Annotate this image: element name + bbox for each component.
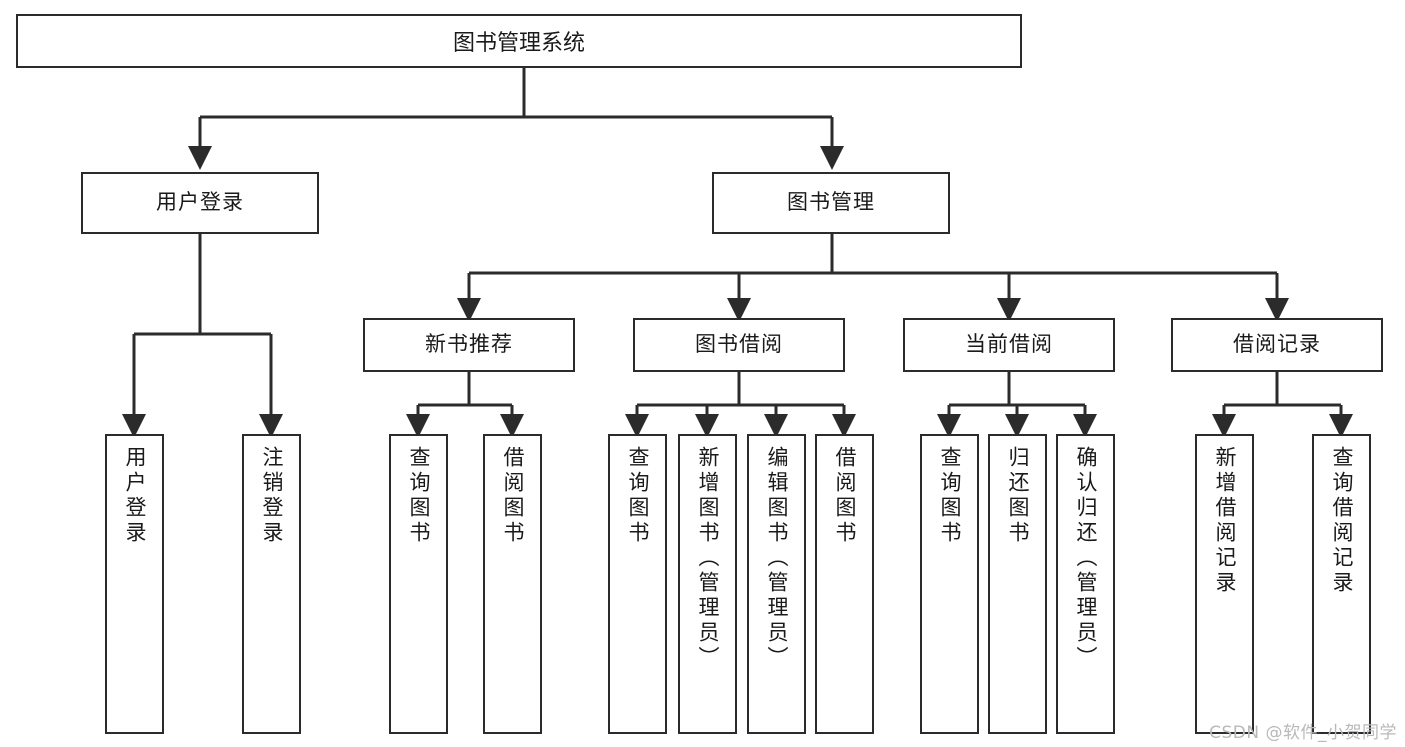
leaf-query-books-current-label: 查询图书 [938, 446, 962, 546]
node-borrow-records[interactable]: 借阅记录 [1171, 318, 1383, 372]
leaf-query-books-new[interactable]: 查询图书 [389, 434, 448, 734]
node-book-management[interactable]: 图书管理 [712, 172, 950, 234]
node-book-borrow-label: 图书借阅 [695, 332, 783, 357]
node-borrow-records-label: 借阅记录 [1233, 332, 1321, 357]
node-book-management-label: 图书管理 [787, 190, 875, 215]
leaf-logout-label: 注销登录 [260, 446, 284, 546]
leaf-query-books-borrow-label: 查询图书 [626, 446, 650, 546]
leaf-borrow-books[interactable]: 借阅图书 [815, 434, 874, 734]
leaf-query-books-new-label: 查询图书 [407, 446, 431, 546]
leaf-query-books-borrow[interactable]: 查询图书 [608, 434, 667, 734]
leaf-confirm-return-admin[interactable]: 确认归还（管理员） [1056, 434, 1115, 734]
leaf-borrow-books-new[interactable]: 借阅图书 [483, 434, 542, 734]
leaf-return-books[interactable]: 归还图书 [988, 434, 1047, 734]
node-root[interactable]: 图书管理系统 [16, 14, 1022, 68]
leaf-user-login[interactable]: 用户登录 [105, 434, 164, 734]
node-new-book-recommend[interactable]: 新书推荐 [363, 318, 575, 372]
leaf-query-borrow-record-label: 查询借阅记录 [1330, 446, 1354, 596]
leaf-return-books-label: 归还图书 [1006, 446, 1030, 546]
leaf-confirm-return-admin-label: 确认归还（管理员） [1074, 446, 1098, 671]
node-current-borrow[interactable]: 当前借阅 [903, 318, 1115, 372]
node-new-book-recommend-label: 新书推荐 [425, 332, 513, 357]
node-user-login[interactable]: 用户登录 [81, 172, 319, 234]
leaf-edit-book-admin[interactable]: 编辑图书（管理员） [747, 434, 806, 734]
node-book-borrow[interactable]: 图书借阅 [633, 318, 845, 372]
leaf-add-borrow-record[interactable]: 新增借阅记录 [1195, 434, 1254, 734]
leaf-add-book-admin[interactable]: 新增图书（管理员） [678, 434, 737, 734]
leaf-add-borrow-record-label: 新增借阅记录 [1213, 446, 1237, 596]
node-user-login-label: 用户登录 [156, 190, 244, 215]
leaf-borrow-books-new-label: 借阅图书 [501, 446, 525, 546]
node-current-borrow-label: 当前借阅 [965, 332, 1053, 357]
leaf-add-book-admin-label: 新增图书（管理员） [696, 446, 720, 671]
leaf-borrow-books-label: 借阅图书 [833, 446, 857, 546]
leaf-edit-book-admin-label: 编辑图书（管理员） [765, 446, 789, 671]
leaf-query-borrow-record[interactable]: 查询借阅记录 [1312, 434, 1371, 734]
watermark: CSDN @软件_小贺同学 [1209, 723, 1397, 743]
leaf-user-login-label: 用户登录 [123, 446, 147, 546]
leaf-query-books-current[interactable]: 查询图书 [920, 434, 979, 734]
node-root-label: 图书管理系统 [452, 31, 585, 56]
leaf-logout[interactable]: 注销登录 [242, 434, 301, 734]
